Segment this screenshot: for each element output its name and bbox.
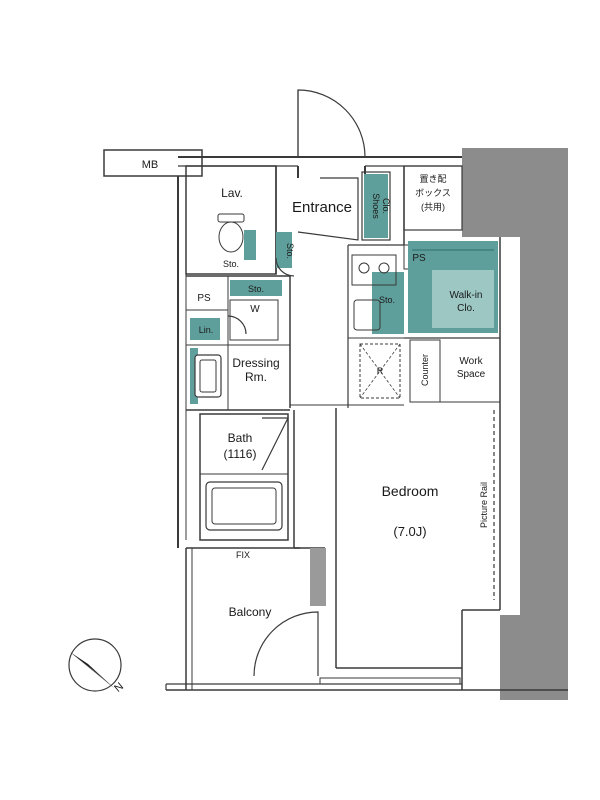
label-delivery-box-3: (共用) xyxy=(421,202,445,212)
label-counter: Counter xyxy=(420,354,430,386)
label-fix: FIX xyxy=(236,550,250,560)
walk-in-inner xyxy=(432,270,494,328)
label-entrance: Entrance xyxy=(292,199,352,216)
bathtub xyxy=(205,481,283,531)
label-delivery-box-2: ボックス xyxy=(415,188,451,198)
stove xyxy=(351,254,397,286)
lin-fill xyxy=(190,318,220,340)
entry-corridor-door xyxy=(297,177,359,241)
north-compass xyxy=(68,638,122,692)
label-shoes-clo-2: Clo. xyxy=(381,198,391,214)
fixtures xyxy=(194,213,495,600)
label-w: W xyxy=(250,304,260,315)
label-work-2: Space xyxy=(457,369,486,380)
label-r: R xyxy=(377,366,384,376)
sto-toilet-fill xyxy=(230,280,282,296)
room-labels: MB Lav. Entrance Shoes Clo. 置き配 ボックス (共用… xyxy=(112,159,489,695)
toilet-bowl xyxy=(218,221,244,253)
dressing-strip-fill xyxy=(190,348,198,404)
walls xyxy=(103,148,568,700)
label-bedroom-size: (7.0J) xyxy=(393,524,426,539)
vanity xyxy=(194,354,222,398)
label-ps-left: PS xyxy=(197,293,211,304)
lav-door xyxy=(275,257,295,277)
sto-lav-fill xyxy=(244,230,256,260)
label-walk-in-2: Clo. xyxy=(457,303,475,314)
bath-door xyxy=(261,417,289,471)
label-delivery-box-1: 置き配 xyxy=(419,174,446,184)
label-bath-2: (1116) xyxy=(224,447,257,461)
toilet-tank xyxy=(217,213,245,223)
label-ps-right: PS xyxy=(412,253,426,264)
label-north: N xyxy=(112,681,126,695)
label-lav: Lav. xyxy=(221,186,243,200)
label-balcony: Balcony xyxy=(229,605,272,619)
kitchen-sink xyxy=(353,299,381,331)
storage-fills xyxy=(190,174,498,404)
label-lin: Lin. xyxy=(199,325,214,335)
sto-entrance-fill xyxy=(276,232,292,268)
label-dressing-1: Dressing xyxy=(232,356,279,370)
label-work-1: Work xyxy=(459,356,483,367)
label-mb: MB xyxy=(142,159,159,171)
toilet-door xyxy=(227,315,247,335)
entrance-door xyxy=(297,89,366,158)
fridge-space xyxy=(359,343,401,399)
label-shoes-clo-1: Shoes xyxy=(371,193,381,219)
sto-kitchen-fill xyxy=(372,272,404,334)
shoes-clo-fill xyxy=(364,174,388,238)
mb-box xyxy=(103,149,203,177)
label-sto-entrance: Sto. xyxy=(285,243,295,259)
label-walk-in-1: Walk-in xyxy=(450,290,483,301)
label-picture-rail: Picture Rail xyxy=(479,482,489,528)
label-bath-1: Bath xyxy=(228,431,253,445)
balcony-door xyxy=(253,611,319,677)
label-dressing-2: Rm. xyxy=(245,370,267,384)
right-column xyxy=(462,148,568,700)
label-sto-kitchen: Sto. xyxy=(379,295,395,305)
label-bedroom: Bedroom xyxy=(382,483,439,499)
doors xyxy=(227,89,366,677)
washing-machine xyxy=(229,299,279,341)
label-sto-lav: Sto. xyxy=(223,259,239,269)
label-sto-toilet: Sto. xyxy=(248,284,264,294)
